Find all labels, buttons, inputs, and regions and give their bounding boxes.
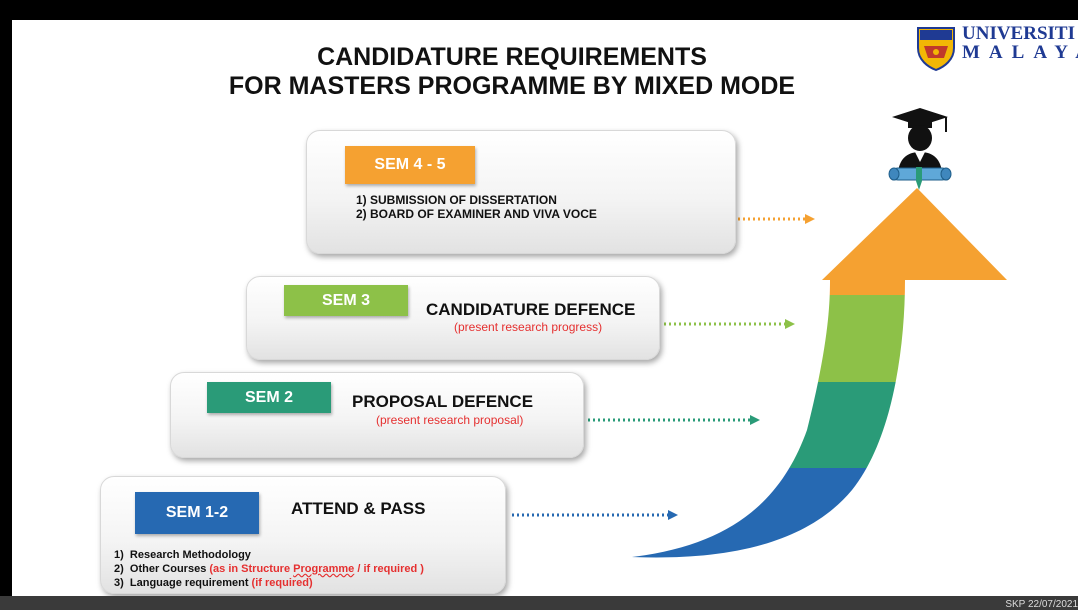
connector-sem2 [588, 415, 760, 425]
tab-sem2: SEM 2 [207, 382, 331, 413]
tab-sem3: SEM 3 [284, 285, 408, 316]
arrow-segment-sem3 [632, 295, 905, 382]
logo-text: UNIVERSITI MALAYA [962, 24, 1078, 62]
sem12-item-2-note-pre: (as in Structure [209, 563, 294, 575]
connector-sem3 [664, 319, 795, 329]
sem45-item-2: 2) BOARD OF EXAMINER AND VIVA VOCE [356, 207, 597, 221]
arrow-segment-sem2 [632, 382, 905, 468]
sem12-item-3: 3) Language requirement (if required) [114, 576, 424, 590]
sem12-item-1-num: 1) [114, 549, 124, 561]
sem12-item-3-text: Language requirement [129, 577, 249, 589]
sem12-item-1-text: Research Methodology [129, 549, 251, 561]
sem12-item-3-note: (if required) [251, 577, 313, 589]
title-line-1: CANDIDATURE REQUIREMENTS [317, 43, 707, 71]
sem3-heading: CANDIDATURE DEFENCE [426, 300, 636, 319]
sem12-item-1: 1) Research Methodology [114, 548, 424, 562]
footer-note: SKP 22/07/2021 [1005, 599, 1078, 610]
sem12-heading: ATTEND & PASS [291, 499, 426, 518]
university-logo: UNIVERSITI MALAYA [912, 22, 1078, 72]
sem12-item-2-note-wavy: Programme [293, 563, 355, 575]
tab-sem12: SEM 1-2 [135, 492, 259, 534]
sem12-item-2-note-post: / if required ) [354, 563, 424, 575]
sem12-item-3-num: 3) [114, 577, 124, 589]
slide-title: CANDIDATURE REQUIREMENTS FOR MASTERS PRO… [212, 43, 812, 101]
arrow-head [822, 188, 1007, 280]
sem45-items: 1) SUBMISSION OF DISSERTATION 2) BOARD O… [356, 193, 597, 221]
sem12-item-2: 2) Other Courses (as in Structure Progra… [114, 562, 424, 576]
sem12-item-2-num: 2) [114, 563, 124, 575]
sem2-heading: PROPOSAL DEFENCE [352, 392, 534, 411]
graduate-icon [888, 108, 952, 190]
growth-arrow-icon [512, 108, 1007, 558]
connector-sem45 [738, 214, 815, 224]
sem2-note: (present research proposal) [376, 413, 524, 427]
sem12-item-2-note: (as in Structure Programme / if required… [209, 563, 424, 575]
title-line-2: FOR MASTERS PROGRAMME BY MIXED MODE [228, 72, 796, 100]
connector-sem12 [512, 510, 678, 520]
tab-sem45: SEM 4 - 5 [345, 146, 475, 184]
arrow-segment-sem12 [632, 468, 905, 558]
logo-line-2: MALAYA [962, 42, 1078, 63]
university-crest-icon [917, 27, 955, 72]
slide: CANDIDATURE REQUIREMENTS FOR MASTERS PRO… [12, 20, 1078, 596]
sem45-item-1: 1) SUBMISSION OF DISSERTATION [356, 193, 557, 207]
sem12-item-2-text: Other Courses [129, 563, 207, 575]
sem3-note: (present research progress) [454, 320, 603, 334]
bottom-bar [0, 596, 1078, 610]
sem12-items: 1) Research Methodology 2) Other Courses… [114, 548, 424, 590]
logo-line-1: UNIVERSITI [962, 23, 1075, 44]
